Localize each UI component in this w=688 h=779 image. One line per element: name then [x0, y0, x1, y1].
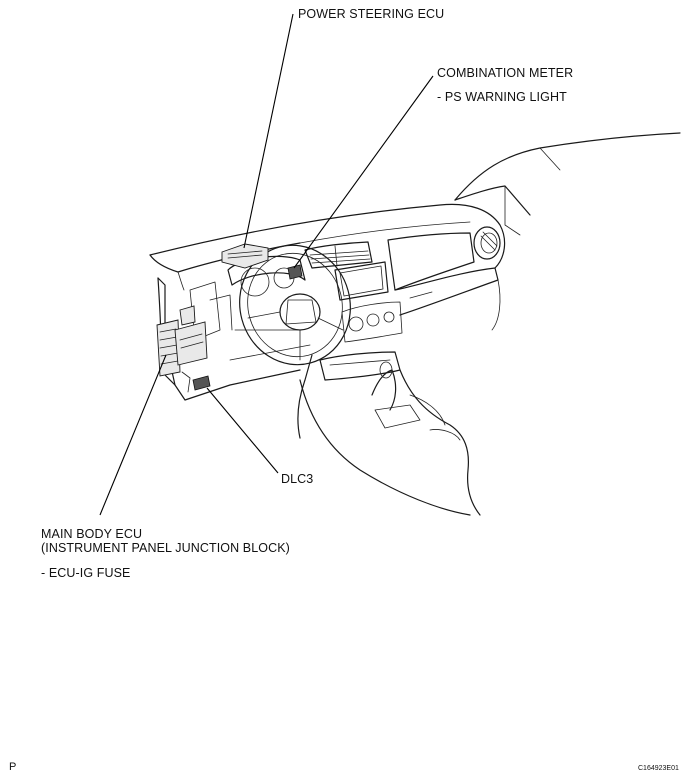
leader-lines — [99, 13, 434, 516]
leader-combination-meter — [293, 75, 434, 269]
page-letter: P — [9, 761, 17, 773]
windshield-frame — [454, 132, 681, 236]
label-dlc3: DLC3 — [281, 472, 314, 486]
power-steering-ecu-part — [221, 243, 269, 269]
label-junction-block: (INSTRUMENT PANEL JUNCTION BLOCK) — [41, 541, 290, 555]
leader-power-steering-ecu — [243, 13, 294, 249]
label-main-body-ecu: MAIN BODY ECU — [41, 527, 143, 541]
center-stack — [304, 241, 403, 343]
center-console — [297, 351, 481, 516]
label-combination-meter: COMBINATION METER — [437, 66, 574, 80]
label-ecu-ig-fuse: - ECU-IG FUSE — [41, 566, 131, 580]
leader-main-body-ecu — [99, 354, 167, 516]
label-power-steering-ecu: POWER STEERING ECU — [298, 7, 445, 21]
meter-hood — [227, 255, 306, 297]
leader-dlc3 — [206, 387, 279, 474]
label-ps-warning-light: - PS WARNING LIGHT — [437, 90, 567, 104]
dashboard-top — [149, 203, 506, 291]
glovebox — [387, 232, 501, 331]
figure-code: C164923E01 — [638, 765, 679, 772]
dlc3-connector — [181, 371, 211, 393]
right-vent — [473, 226, 501, 260]
